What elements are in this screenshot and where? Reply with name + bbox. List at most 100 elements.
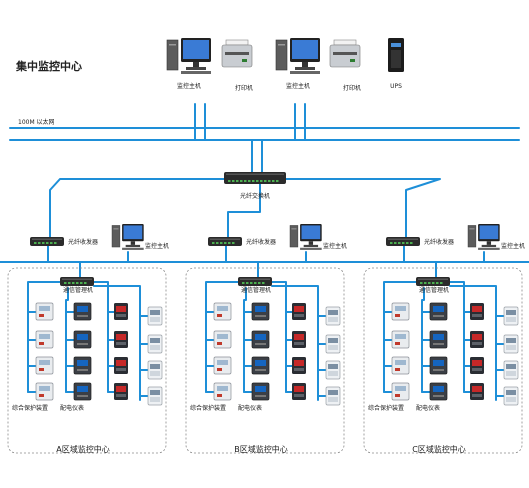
device-display [217,360,228,365]
zone-host-label: 监控主机 [323,242,347,250]
zone-name: A区域监控中心 [56,444,109,454]
meter-display [294,334,304,340]
switch-top-edge [388,238,418,240]
comprehensive-protection-device [73,382,92,401]
device-buttons [255,343,266,345]
comprehensive-protection-device [251,382,270,401]
device-button [39,342,44,345]
meter-keys [294,314,304,317]
zone-fiber-link [285,178,441,239]
switch-port-led [424,282,427,284]
pc-keyboard [181,71,211,74]
power-distribution-meter [503,306,519,326]
device-buttons [255,315,266,317]
transceiver-label: 光纤收发器 [424,238,454,246]
pc-drive-bay [113,228,119,230]
ups-unit [388,38,404,72]
switch-port-led [260,180,263,182]
protection-trunk [65,287,69,393]
pc-keyboard [478,247,500,250]
switch-port-led [264,180,267,182]
device-display [77,334,88,340]
switch-body [386,237,420,246]
power-distribution-meter [292,357,306,374]
comprehensive-protection-device [429,382,448,401]
protection-trunk [421,287,425,393]
meter-display [472,360,482,366]
printer-paper [225,39,249,46]
ups-display [391,43,401,47]
device-panel [391,302,410,321]
power-distribution-meter [325,306,341,326]
meter-label: 配电仪表 [60,404,84,412]
device-panel [35,356,54,375]
power-distribution-meter [114,303,128,320]
communication-manager [416,277,450,286]
comprehensive-protection-device [213,330,232,349]
meter-keys [116,342,126,345]
comprehensive-protection-device [391,382,410,401]
printer-body [329,44,361,68]
switch-port-led [228,180,231,182]
printer-slot [225,52,249,55]
device-button [395,314,400,317]
protection-trunk [27,281,61,393]
meter-keys [328,371,338,376]
device-display [395,386,406,391]
meter-keys [328,345,338,350]
device-display [217,386,228,391]
switch-top-edge [240,278,270,280]
meter-display [328,364,338,369]
manager-label: 通信管理机 [241,286,271,294]
device-panel [213,356,232,375]
device-buttons [433,343,444,345]
power-distribution-meter [114,331,128,348]
zone-fiber-link [227,183,261,239]
switch-port-led [50,242,53,244]
switch-port-led [84,282,87,284]
core-switch-label: 光纤交换机 [240,192,270,200]
meter-body [503,334,519,354]
device-display [255,360,266,366]
monitoring-host-pc [275,38,320,74]
switch-port-led [406,242,409,244]
top-device-label: 监控主机 [286,82,310,90]
comprehensive-protection-device [213,382,232,401]
device-panel [391,382,410,401]
switch-port-led [394,242,397,244]
device-button [395,342,400,345]
protection-trunk [383,281,417,393]
device-buttons [433,369,444,371]
protection-label: 综合保护装置 [368,404,404,412]
power-distribution-meter [325,334,341,354]
meter-keys [294,342,304,345]
switch-port-led [80,282,83,284]
device-button [217,368,222,371]
device-buttons [77,343,88,345]
protection-label: 综合保护装置 [12,404,48,412]
switch-port-led [34,242,37,244]
device-panel [35,302,54,321]
comprehensive-protection-device [391,330,410,349]
meter-display [294,386,304,392]
switch-port-led [252,180,255,182]
meter-keys [150,317,160,322]
switch-top-edge [32,238,62,240]
meter-display [116,306,126,312]
switch-port-led [54,242,57,244]
device-button [217,394,222,397]
comprehensive-protection-device [429,330,448,349]
pc-base [125,244,141,248]
meter-display [472,334,482,340]
switch-port-led [256,180,259,182]
power-distribution-meter [292,383,306,400]
pc-stand [308,241,314,245]
zone-host-label: 监控主机 [145,242,169,250]
pc-tower [166,39,179,71]
switch-top-edge [210,238,240,240]
pc-base [186,67,206,70]
communication-manager [60,277,94,286]
meter-body [503,306,519,326]
diagram-title: 集中监控中心 [15,59,82,73]
